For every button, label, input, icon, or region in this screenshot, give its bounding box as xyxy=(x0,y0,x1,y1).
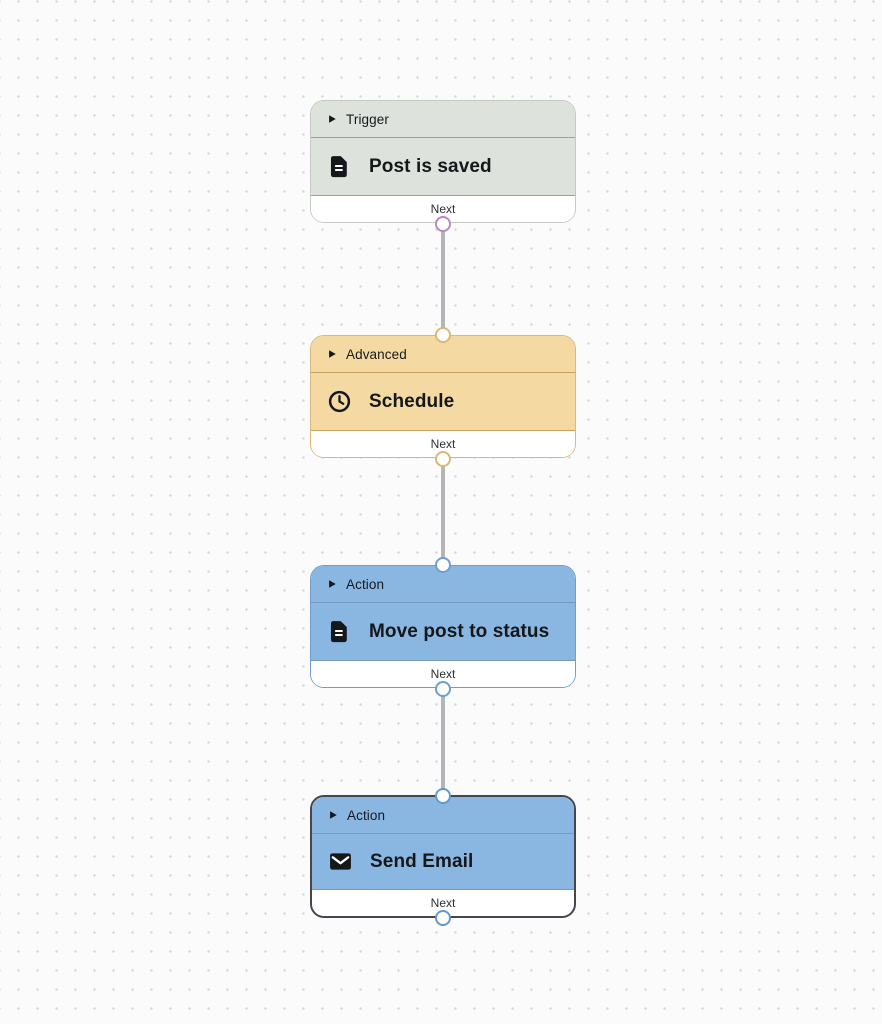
next-port-label: Next xyxy=(430,896,456,910)
output-port[interactable] xyxy=(435,216,451,232)
envelope-icon xyxy=(328,849,353,874)
node-body: Send Email xyxy=(312,834,574,890)
clock-icon xyxy=(327,389,352,414)
node-title: Post is saved xyxy=(369,155,492,177)
node-title: Schedule xyxy=(369,390,455,412)
node-action-send-email[interactable]: Action Send Email Next xyxy=(310,788,576,926)
play-icon xyxy=(327,579,337,589)
node-category-label: Action xyxy=(346,576,385,592)
file-icon xyxy=(327,154,352,179)
edge-connector[interactable] xyxy=(441,687,445,798)
input-port[interactable] xyxy=(435,557,451,573)
node-body: Schedule xyxy=(311,373,575,431)
next-port-label: Next xyxy=(430,667,456,681)
node-advanced-schedule[interactable]: Advanced Schedule Next xyxy=(310,327,576,467)
node-action-move-post-to-status[interactable]: Action Move post to status Next xyxy=(310,557,576,697)
node-body: Move post to status xyxy=(311,603,575,661)
play-icon xyxy=(327,349,337,359)
node-category-label: Advanced xyxy=(346,346,407,362)
node-body: Post is saved xyxy=(311,138,575,196)
next-port-label: Next xyxy=(430,437,456,451)
node-category-label: Trigger xyxy=(346,111,389,127)
node-title: Send Email xyxy=(370,850,474,872)
output-port[interactable] xyxy=(435,681,451,697)
next-port-label: Next xyxy=(430,202,456,216)
node-title: Move post to status xyxy=(369,620,550,642)
output-port[interactable] xyxy=(435,910,451,926)
input-port[interactable] xyxy=(435,788,451,804)
file-icon xyxy=(327,619,352,644)
input-port[interactable] xyxy=(435,327,451,343)
edge-connector[interactable] xyxy=(441,224,445,338)
play-icon xyxy=(328,810,338,820)
edge-connector[interactable] xyxy=(441,456,445,568)
output-port[interactable] xyxy=(435,451,451,467)
node-category-label: Action xyxy=(347,807,386,823)
play-icon xyxy=(327,114,337,124)
node-trigger-post-is-saved[interactable]: Trigger Post is saved Next xyxy=(310,100,576,232)
node-header: Trigger xyxy=(311,101,575,138)
